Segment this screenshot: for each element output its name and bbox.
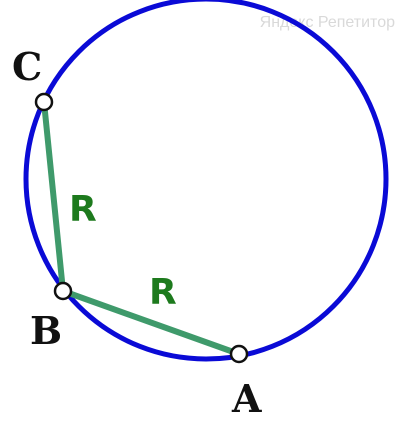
label-point-c: C (12, 44, 42, 89)
chord-bc (41, 99, 66, 294)
label-segment-bc: R (69, 189, 97, 230)
watermark: Яндекс Репетитор (260, 14, 395, 31)
circle (23, 0, 389, 362)
label-point-a: A (231, 376, 262, 421)
point-a (229, 344, 249, 364)
point-c (34, 92, 54, 112)
label-segment-ab: R (149, 272, 177, 313)
label-point-b: B (30, 308, 62, 353)
chord-ab (60, 288, 242, 357)
point-b (53, 281, 73, 301)
